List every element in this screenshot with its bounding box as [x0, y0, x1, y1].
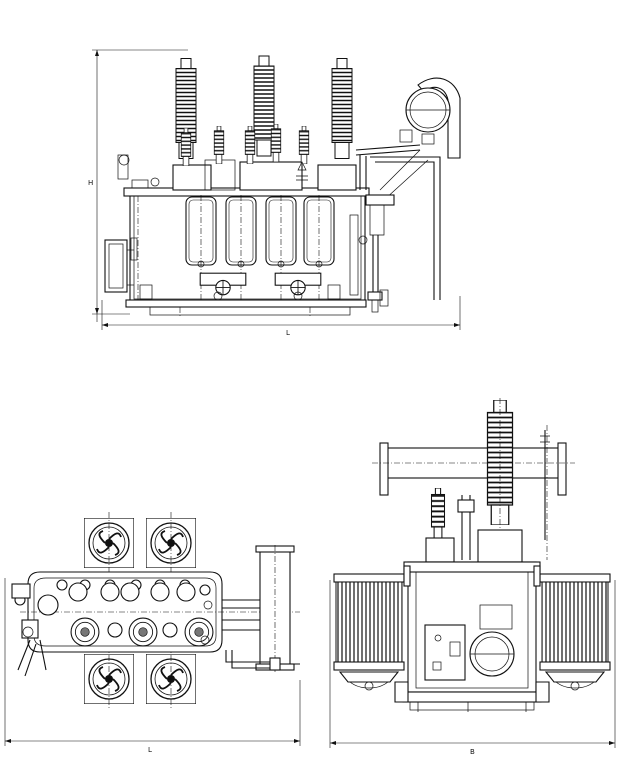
control-cabinet-side	[424, 624, 466, 681]
front-length-label: L	[286, 329, 290, 337]
hv-bushing-c	[331, 57, 353, 160]
plan-length-dimension: L	[4, 578, 301, 754]
hv-bushing-plan	[128, 617, 158, 647]
plan-view: L	[4, 512, 301, 754]
lv-bushing	[270, 124, 282, 162]
base-rail	[402, 691, 542, 703]
tank-base	[125, 299, 367, 308]
control-cabinet	[104, 239, 128, 293]
cooling-fan-side	[338, 671, 400, 683]
side-width-label: B	[470, 748, 475, 756]
conservator	[399, 77, 461, 159]
lv-bushing	[180, 128, 192, 166]
hv-bushing-side	[486, 400, 514, 525]
front-length-dimension: L	[101, 296, 461, 337]
radiator-bank-left	[333, 573, 405, 671]
side-width-dimension: B	[329, 580, 616, 756]
side-elevation-view: B	[329, 398, 616, 756]
conservator-side	[372, 442, 575, 496]
radiator-bank-right	[539, 573, 611, 671]
lv-bushing	[298, 126, 310, 164]
lv-bushing	[244, 126, 256, 164]
lv-bushing-side	[430, 488, 446, 540]
plan-length-label: L	[148, 746, 152, 754]
front-elevation-view: H L	[88, 49, 461, 337]
hv-bushing-plan	[70, 617, 100, 647]
cooling-fan-side	[544, 671, 606, 683]
height-dimension: H	[88, 49, 188, 322]
height-label: H	[88, 179, 93, 187]
lv-bushing	[213, 126, 225, 164]
